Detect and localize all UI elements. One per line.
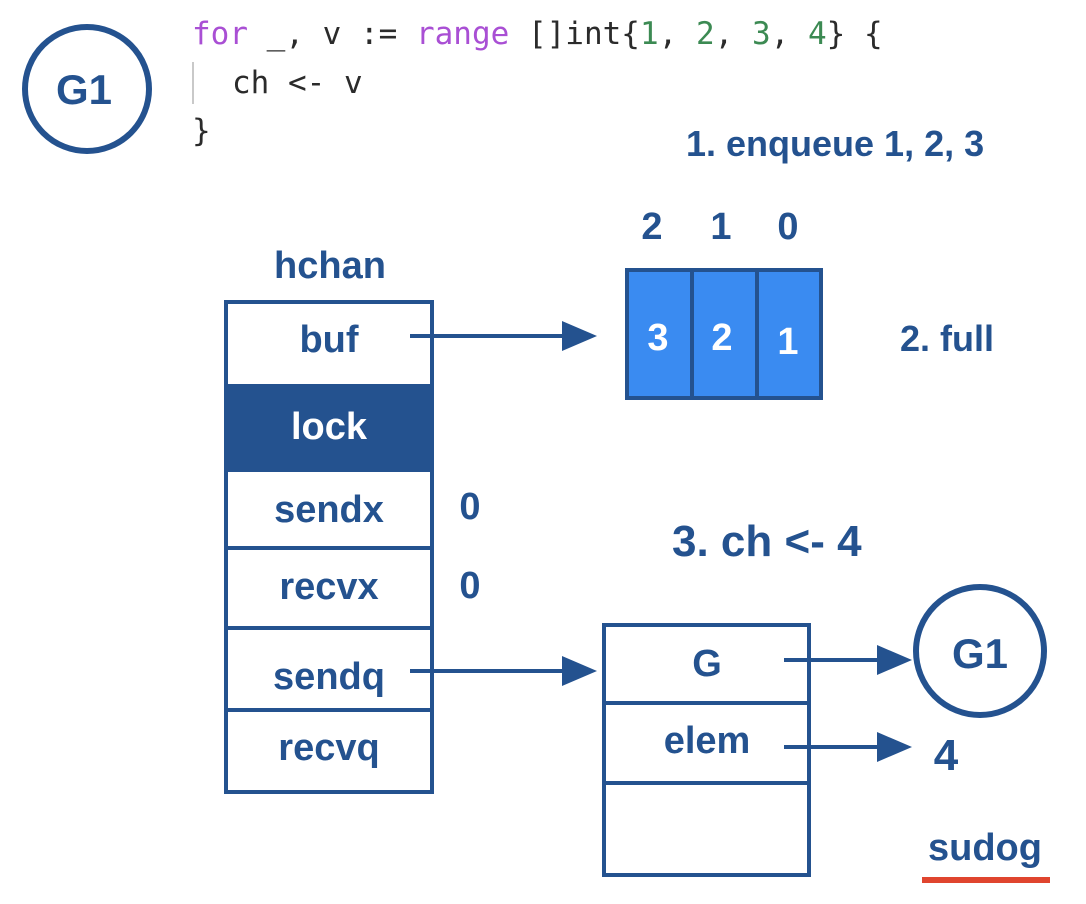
ring-buffer: 2 1 0 3 2 1: [625, 206, 823, 400]
hchan-field-recvx: [224, 546, 434, 630]
g-arrow: [784, 645, 912, 675]
sendq-arrow: [410, 656, 597, 686]
hchan-field-label: lock: [291, 406, 368, 448]
hchan-title: hchan: [274, 245, 386, 287]
sudog-underline: [922, 877, 1050, 883]
code-line-2: ch <- v: [232, 65, 363, 101]
buffer-box: [625, 268, 823, 400]
buffer-index: 0: [777, 206, 798, 248]
goroutine-g1-waiting: G1: [913, 584, 1047, 718]
hchan-field-buf: [224, 300, 434, 388]
code-line-1: for _, v := range []int{1, 2, 3, 4} {: [192, 16, 883, 52]
hchan-field-label: sendx: [274, 489, 384, 531]
step-full-label: 2. full: [900, 318, 994, 359]
elem-arrow: [784, 732, 912, 762]
step-enqueue-label: 1. enqueue 1, 2, 3: [686, 123, 984, 164]
buffer-slot-value: 1: [777, 321, 798, 363]
buf-arrow: [410, 321, 597, 351]
goroutine-g1: G1: [22, 24, 152, 154]
sudog-field-empty: [602, 781, 811, 877]
sudog-field-elem: [602, 701, 811, 785]
sudog-field-g: [602, 623, 811, 705]
hchan-field-lock: [224, 384, 434, 472]
sudog-label: sudog: [928, 827, 1042, 869]
hchan-field-recvq: [224, 708, 434, 794]
step-send-label: 3. ch <- 4: [672, 517, 862, 566]
goroutine-label: G1: [56, 66, 112, 113]
hchan-struct: hchan buf lock sendx 0 recvx 0 sendq rec…: [224, 245, 481, 794]
sudog-field-label: G: [692, 643, 722, 685]
hchan-field-label: sendq: [273, 656, 385, 698]
buffer-index: 2: [641, 206, 662, 248]
sendx-value: 0: [459, 486, 480, 528]
code-block: for _, v := range []int{1, 2, 3, 4} { ch…: [192, 16, 883, 149]
sudog-field-label: elem: [664, 720, 751, 762]
sudog-struct: G elem sudog: [602, 623, 1050, 883]
hchan-field-label: recvq: [278, 727, 379, 769]
goroutine-label: G1: [952, 630, 1008, 677]
buffer-index: 1: [710, 206, 731, 248]
buffer-slot-value: 2: [711, 317, 732, 359]
buffer-slot-value: 3: [647, 317, 668, 359]
hchan-field-label: recvx: [279, 566, 378, 608]
code-line-3: }: [192, 113, 211, 149]
hchan-field-label: buf: [299, 319, 358, 361]
recvx-value: 0: [459, 565, 480, 607]
elem-value: 4: [934, 731, 959, 780]
